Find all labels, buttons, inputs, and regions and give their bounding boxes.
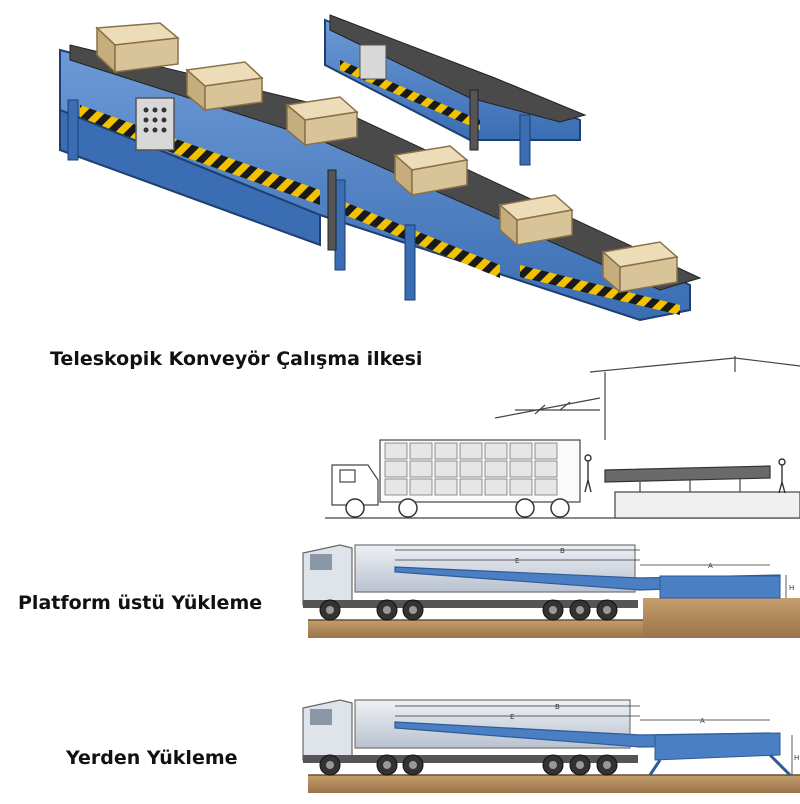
ground-loading-diagram [302,699,800,793]
box [393,145,469,197]
dimension-label-b: B [560,547,565,555]
dimension-label-h: H [789,584,794,592]
dimension-label-a: A [708,562,713,570]
caption-ground-loading: Yerden Yükleme [66,747,238,769]
platform-loading-diagram [302,544,800,638]
box [601,241,679,294]
dimension-label-b: B [555,703,560,711]
box [498,194,574,247]
caption-principle: Teleskopik Konveyör Çalışma ilkesi [50,348,423,370]
box [185,61,264,112]
dimension-label-e: E [510,713,514,721]
dimension-label-a: A [700,717,705,725]
warehouse-loading-scene [325,356,800,519]
box [95,22,180,74]
dimension-label-h: H [794,754,799,762]
dimension-label-e: E [515,557,519,565]
box [285,96,359,147]
telescopic-conveyor-illustration [59,14,702,322]
caption-platform-loading: Platform üstü Yükleme [18,592,263,614]
